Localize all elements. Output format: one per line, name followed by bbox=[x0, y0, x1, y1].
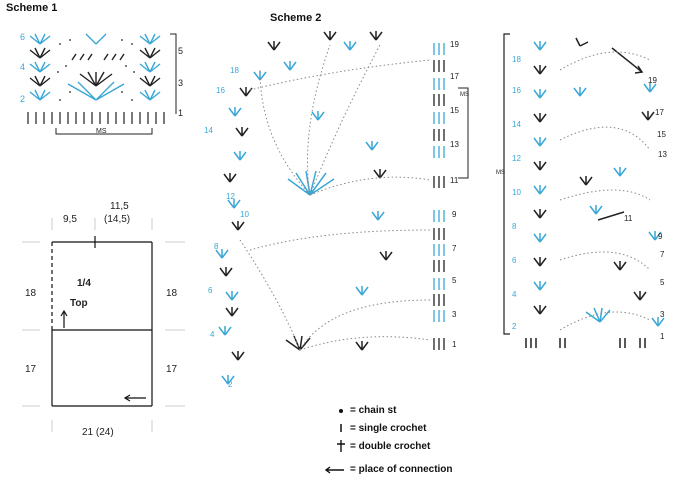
schematic-width-right-alt: (14,5) bbox=[104, 214, 131, 225]
scheme2-right-arrow-row: 1 bbox=[660, 332, 665, 341]
scheme2-row-label: 7 bbox=[452, 244, 457, 253]
scheme2-right-arrow-row: 19 bbox=[648, 76, 657, 85]
schematic-height-right-upper: 18 bbox=[166, 288, 178, 299]
scheme2-row-label: 19 bbox=[450, 40, 459, 49]
scheme2-row-label: 14 bbox=[204, 126, 213, 135]
legend-chain-st: = chain st bbox=[350, 405, 396, 416]
scheme2-right-row-label: 14 bbox=[512, 120, 521, 129]
scheme2-right-arrow-row: 17 bbox=[655, 108, 664, 117]
scheme2-row-label: 13 bbox=[450, 140, 459, 149]
scheme2-right-row-label: 12 bbox=[512, 154, 521, 163]
scheme2-right-row-label: 10 bbox=[512, 188, 521, 197]
scheme2-row-label: 17 bbox=[450, 72, 459, 81]
legend-text: = double crochet bbox=[350, 441, 431, 452]
scheme2-row-label: 16 bbox=[216, 86, 225, 95]
scheme2-row-label: 6 bbox=[208, 286, 213, 295]
scheme2-right-arrow-row: 15 bbox=[657, 130, 666, 139]
scheme2-row-label: 18 bbox=[230, 66, 239, 75]
scheme1-repeat-label: MS bbox=[96, 128, 107, 135]
legend-text: = single crochet bbox=[350, 423, 427, 434]
scheme2-right-row-label: 2 bbox=[512, 322, 517, 331]
scheme2-row-label: 10 bbox=[240, 210, 249, 219]
schematic-part-label: Top bbox=[70, 298, 88, 309]
scheme2-right-arrow-row: 11 bbox=[624, 214, 633, 223]
scheme1-row-label: 4 bbox=[20, 62, 26, 72]
legend-text: = place of connection bbox=[350, 464, 453, 475]
scheme2-row-label: 9 bbox=[452, 210, 457, 219]
scheme2-right-arrow-row: 9 bbox=[658, 232, 663, 241]
legend-text: = chain st bbox=[350, 405, 397, 416]
schematic-bottom-width: 21 (24) bbox=[82, 427, 114, 438]
scheme2-right-row-label: 4 bbox=[512, 290, 517, 299]
scheme1-row-label: 2 bbox=[20, 94, 26, 104]
scheme2-row-label: 15 bbox=[450, 106, 459, 115]
scheme2-right-arrow-row: 7 bbox=[660, 250, 665, 259]
legend-place-of-connection: = place of connection bbox=[350, 464, 453, 475]
scheme1-row-label: 1 bbox=[178, 108, 184, 118]
scheme2-repeat-label: MS bbox=[460, 92, 469, 98]
scheme2-row-label: 11 bbox=[450, 176, 459, 185]
scheme2-right-arrow-row: 3 bbox=[660, 310, 665, 319]
scheme2-row-label: 4 bbox=[210, 330, 215, 339]
scheme1-row-label: 5 bbox=[178, 46, 184, 56]
scheme2-right-arrow-row: 13 bbox=[658, 150, 667, 159]
schematic-width-right: 11,5 bbox=[110, 201, 129, 212]
scheme2-title: Scheme 2 bbox=[270, 12, 322, 24]
scheme1-row-label: 6 bbox=[20, 32, 26, 42]
legend-icons bbox=[324, 409, 345, 474]
scheme2-right-row-label: 8 bbox=[512, 222, 517, 231]
scheme2-row-label: 5 bbox=[452, 276, 457, 285]
scheme2-row-label: 1 bbox=[452, 340, 457, 349]
scheme1-row-label: 3 bbox=[178, 78, 184, 88]
scheme2-right-repeat-label: MS bbox=[496, 170, 505, 176]
scheme2-row-label: 2 bbox=[228, 380, 233, 389]
schematic-height-right-lower: 17 bbox=[166, 364, 178, 375]
scheme2-row-label: 8 bbox=[214, 242, 219, 251]
scheme1-title: Scheme 1 bbox=[6, 2, 58, 14]
scheme2-right-row-label: 18 bbox=[512, 55, 521, 64]
scheme2-row-label: 12 bbox=[226, 192, 235, 201]
schematic-height-left-lower: 17 bbox=[25, 364, 37, 375]
schematic-width-left: 9,5 bbox=[63, 214, 77, 225]
scheme2-row-label: 3 bbox=[452, 310, 457, 319]
scheme2-right-arrow-row: 5 bbox=[660, 278, 665, 287]
legend-double-crochet: = double crochet bbox=[350, 441, 430, 452]
schematic-fraction: 1/4 bbox=[77, 278, 91, 289]
schematic-height-left-upper: 18 bbox=[25, 288, 37, 299]
scheme2-right-row-label: 6 bbox=[512, 256, 517, 265]
legend-single-crochet: = single crochet bbox=[350, 423, 426, 434]
scheme2-right-row-label: 16 bbox=[512, 86, 521, 95]
